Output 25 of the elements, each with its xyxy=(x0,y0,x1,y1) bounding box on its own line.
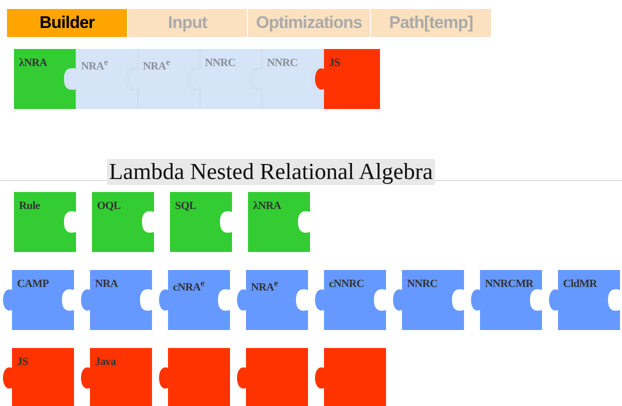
piece-label: NRA$^{e}$ xyxy=(81,57,108,73)
piece-label: OQL xyxy=(97,200,121,212)
piece-label: NNRCMR xyxy=(485,278,534,290)
tab: Optimizations xyxy=(248,9,370,37)
piece-label: SQL xyxy=(175,200,196,212)
piece-label: Java xyxy=(95,356,116,368)
piece-label: JS xyxy=(17,356,28,368)
piece-label: CAMP xyxy=(17,278,49,290)
piece-label: NNRC xyxy=(205,57,236,69)
piece-label: NRA xyxy=(95,278,118,290)
section-title: Lambda Nested Relational Algebra xyxy=(107,159,435,185)
piece-label: Rule xyxy=(19,200,40,212)
piece-label: NNRC xyxy=(267,57,298,69)
tab: Input xyxy=(128,9,247,37)
piece-label: λNRA xyxy=(19,57,48,69)
piece-label: NRA$^{e}$ xyxy=(143,57,170,73)
piece-label: cNNRC xyxy=(329,278,364,290)
active-tab: Builder xyxy=(7,9,127,37)
piece-label: cNRA$^{e}$ xyxy=(173,278,204,294)
piece-label: NRA$^{e}$ xyxy=(251,278,278,294)
piece-label: JS xyxy=(329,57,340,69)
tab: Path[temp] xyxy=(371,9,491,37)
piece-label: λNRA xyxy=(253,200,282,212)
piece-label: NNRC xyxy=(407,278,438,290)
piece-label: CldMR xyxy=(563,278,597,290)
